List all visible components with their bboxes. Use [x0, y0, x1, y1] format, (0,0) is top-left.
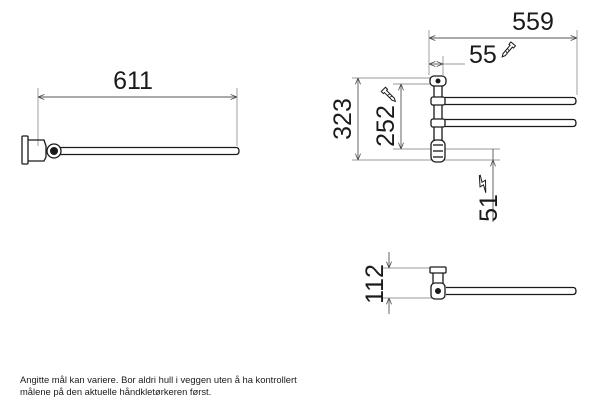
lightning-icon	[478, 174, 487, 193]
disclaimer-line: Angitte mål kan variere. Bor aldri hull …	[20, 374, 297, 385]
dim-label-55: 55	[469, 41, 497, 69]
towel-rail	[60, 146, 240, 156]
bracket-view: 112	[361, 252, 577, 314]
side-rail	[429, 75, 577, 163]
front-view: 611	[21, 67, 240, 165]
wall-bracket	[21, 135, 62, 165]
side-view: 559 55 323 252	[329, 8, 578, 222]
screw-icon	[501, 41, 517, 58]
dim-label-559: 559	[512, 8, 554, 36]
disclaimer-note: Angitte mål kan variere. Bor aldri hull …	[20, 374, 350, 398]
screw-icon	[380, 86, 397, 103]
dim-label-51: 51	[475, 194, 503, 222]
dim-label-611: 611	[113, 67, 153, 95]
bracket-rail	[429, 266, 577, 300]
dim-label-323: 323	[329, 98, 357, 140]
disclaimer-line: målene på den aktuelle håndkletørkeren f…	[20, 386, 212, 397]
dim-label-252: 252	[372, 105, 400, 147]
dim-label-112: 112	[361, 264, 389, 304]
